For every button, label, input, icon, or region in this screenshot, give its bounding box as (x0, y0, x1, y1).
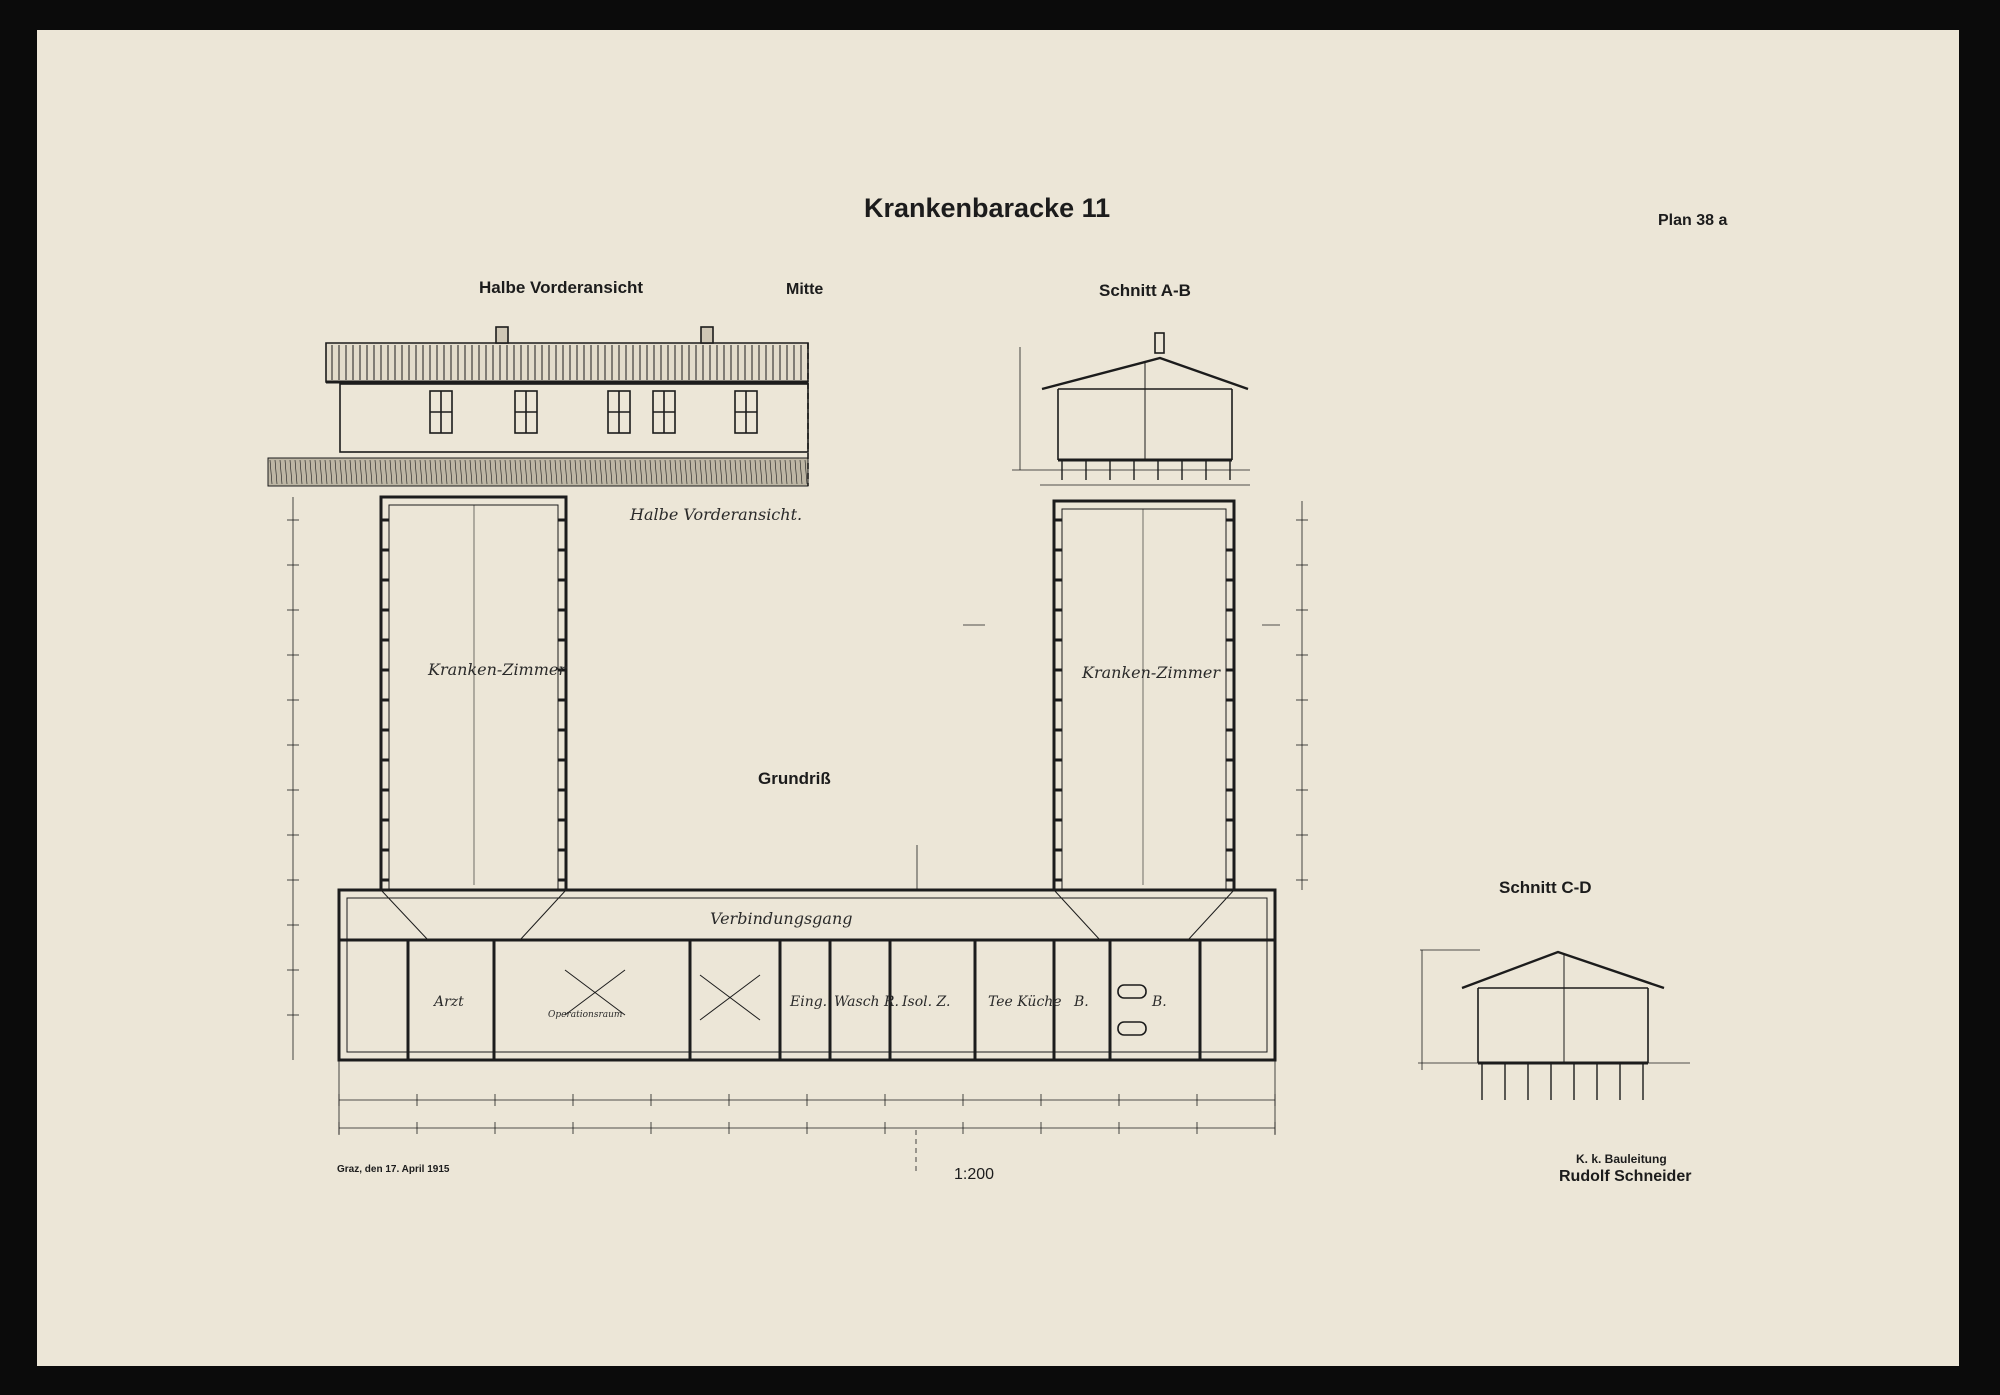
front-elevation (267, 326, 809, 487)
room-label: Eing. (789, 994, 827, 1010)
plan-number: Plan 38 a (1658, 212, 1728, 229)
section-ab-chimney (1154, 332, 1165, 354)
room-label: B. (1073, 994, 1089, 1010)
room-label: B. (1151, 994, 1167, 1010)
room-label: Operationsraum (548, 1010, 622, 1020)
ward-right-label: Kranken-Zimmer (1081, 663, 1221, 682)
drawing-title: Krankenbaracke 11 (864, 193, 1111, 223)
elevation-windows (429, 390, 758, 434)
view-label-section-ab: Schnitt A-B (1099, 281, 1191, 300)
window (734, 390, 758, 434)
drawing-sheet (37, 30, 1959, 1366)
front-note-label: Halbe Vorderansicht. (629, 505, 802, 524)
section-ab-roof (1041, 356, 1249, 391)
office-label: K. k. Bauleitung (1576, 1152, 1667, 1166)
section-ab (1012, 332, 1250, 486)
section-cd-roof (1461, 950, 1665, 990)
window (652, 390, 676, 434)
floor-plan (287, 495, 1308, 1175)
bathtub-1 (1117, 984, 1147, 999)
scale-label: 1:200 (954, 1166, 995, 1183)
chimney-left (495, 326, 509, 344)
room-label: Isol. Z. (901, 994, 950, 1010)
window (514, 390, 538, 434)
date-line: Graz, den 17. April 1915 (337, 1164, 450, 1175)
room-label: Wasch R. (834, 994, 899, 1010)
view-label-front: Halbe Vorderansicht (479, 278, 644, 297)
room-label: Arzt (432, 994, 464, 1010)
connecting-wing (337, 888, 1277, 1062)
view-label-floor-plan: Grundriß (758, 769, 831, 788)
corridor-label: Verbindungsgang (710, 909, 853, 928)
ward-left-label: Kranken-Zimmer (427, 660, 567, 679)
ward-right-outer (1052, 499, 1236, 892)
chimney-right (700, 326, 714, 344)
window (429, 390, 453, 434)
view-label-section-cd: Schnitt C-D (1499, 878, 1592, 897)
room-label: Tee Küche (988, 994, 1062, 1010)
elevation-wall (339, 383, 809, 453)
ward-right-inner (1061, 508, 1227, 891)
bathtub-2 (1117, 1021, 1147, 1036)
section-cd (1418, 949, 1690, 1100)
ward-left-outer (379, 495, 568, 892)
window (607, 390, 631, 434)
ward-left-inner (388, 504, 559, 891)
signature-label: Rudolf Schneider (1559, 1168, 1692, 1185)
elevation-ground (267, 457, 809, 487)
view-label-middle: Mitte (786, 281, 824, 298)
elevation-roof (325, 342, 809, 383)
